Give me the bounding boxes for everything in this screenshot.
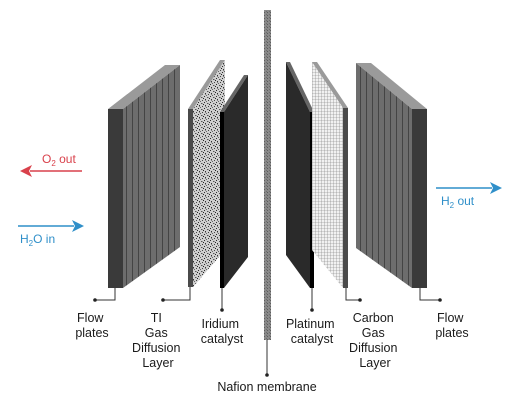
flow-plates-right-label: Flow plates [435,311,468,340]
iridium-catalyst-layer [220,75,248,288]
o2-out-arrow [20,165,82,177]
platinum-catalyst-label: Platinum catalyst [286,317,338,346]
flow-plate-left [108,65,180,288]
leader-lines [95,287,440,375]
iridium-catalyst-label: Iridium catalyst [201,317,244,346]
flow-plates-left-label: Flow plates [75,311,108,340]
flow-plate-right [356,63,427,288]
o2-out-label: O2 out [42,152,76,168]
h2-out-label: H2 out [441,194,475,210]
ti-gas-diffusion-layer [188,60,225,287]
nafion-membrane [264,10,271,340]
carbon-gas-diffusion-layer [312,62,348,288]
h2o-in-arrow [18,220,84,232]
platinum-catalyst-layer [286,62,314,288]
nafion-membrane-label: Nafion membrane [217,380,316,394]
leader-dots [93,298,442,377]
h2-out-arrow [436,182,502,194]
ti-gdl-label: TI Gas Diffusion Layer [132,311,184,370]
carbon-gdl-label: Carbon Gas Diffusion Layer [349,311,401,370]
h2o-in-label: H2O in [20,232,55,248]
